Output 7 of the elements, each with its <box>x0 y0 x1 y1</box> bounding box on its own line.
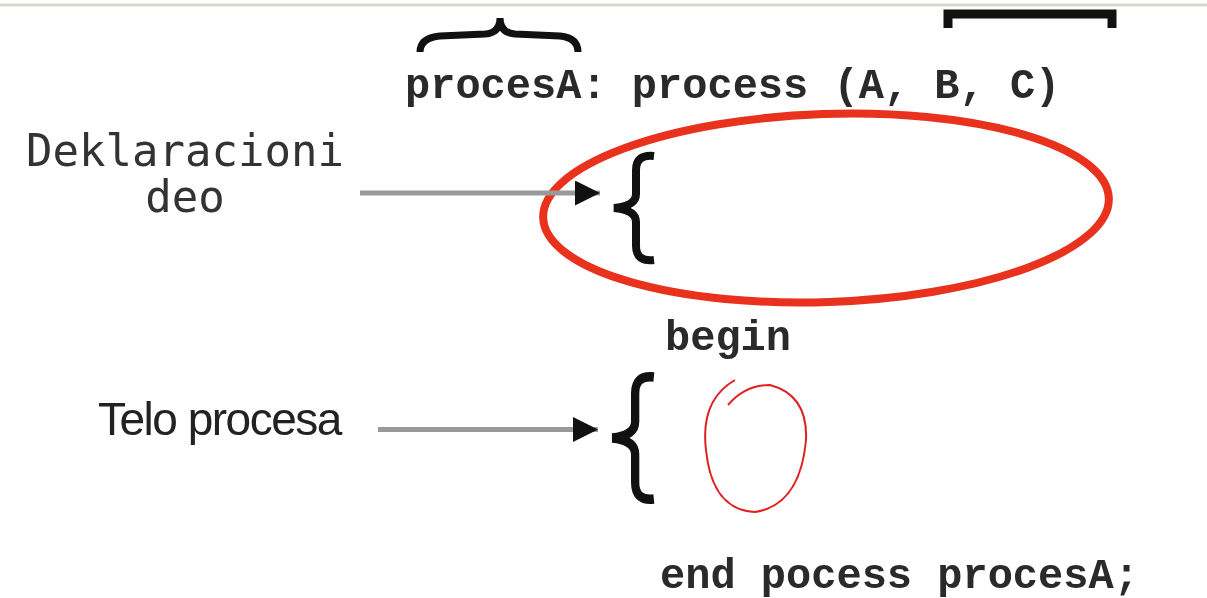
arrow <box>378 417 598 442</box>
code-line: end pocess procesA; <box>660 556 1139 598</box>
label-text: Telo procesa <box>98 396 378 446</box>
arrow <box>360 180 600 206</box>
label-text: Deklaracioni deo <box>10 128 360 228</box>
code-line: procesA: process (A, B, C) <box>405 66 1061 108</box>
code-line: begin <box>665 318 792 360</box>
